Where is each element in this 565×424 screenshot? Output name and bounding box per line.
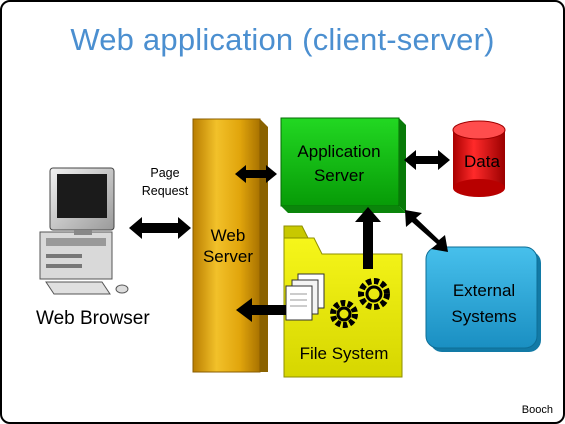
file-system-label: File System	[299, 344, 389, 363]
page-request-label: Page Request	[141, 166, 189, 198]
computer-icon	[39, 167, 129, 295]
documents-icon	[285, 273, 325, 321]
web-server-label: Web Server	[202, 226, 254, 266]
arrow-browser-webserver	[129, 217, 191, 239]
web-server-block	[192, 118, 268, 373]
application-server-block	[280, 117, 406, 213]
external-systems-label: External Systems	[451, 281, 517, 326]
arrow-filesystem-webserver	[236, 298, 286, 322]
web-browser-label: Web Browser	[36, 308, 150, 329]
gears-icon	[330, 278, 390, 328]
arrow-appserver-external	[405, 210, 448, 252]
arrow-filesystem-appserver	[355, 207, 381, 269]
external-systems-block	[425, 246, 541, 352]
credit-text: Booch	[521, 404, 553, 416]
application-server-label: Application Server	[297, 142, 381, 185]
arrow-webserver-appserver	[235, 165, 277, 183]
arrow-appserver-data	[404, 150, 450, 170]
data-cylinder	[452, 120, 506, 197]
data-label: Data	[464, 152, 500, 171]
slide-title: Web application (client-server)	[70, 22, 495, 57]
